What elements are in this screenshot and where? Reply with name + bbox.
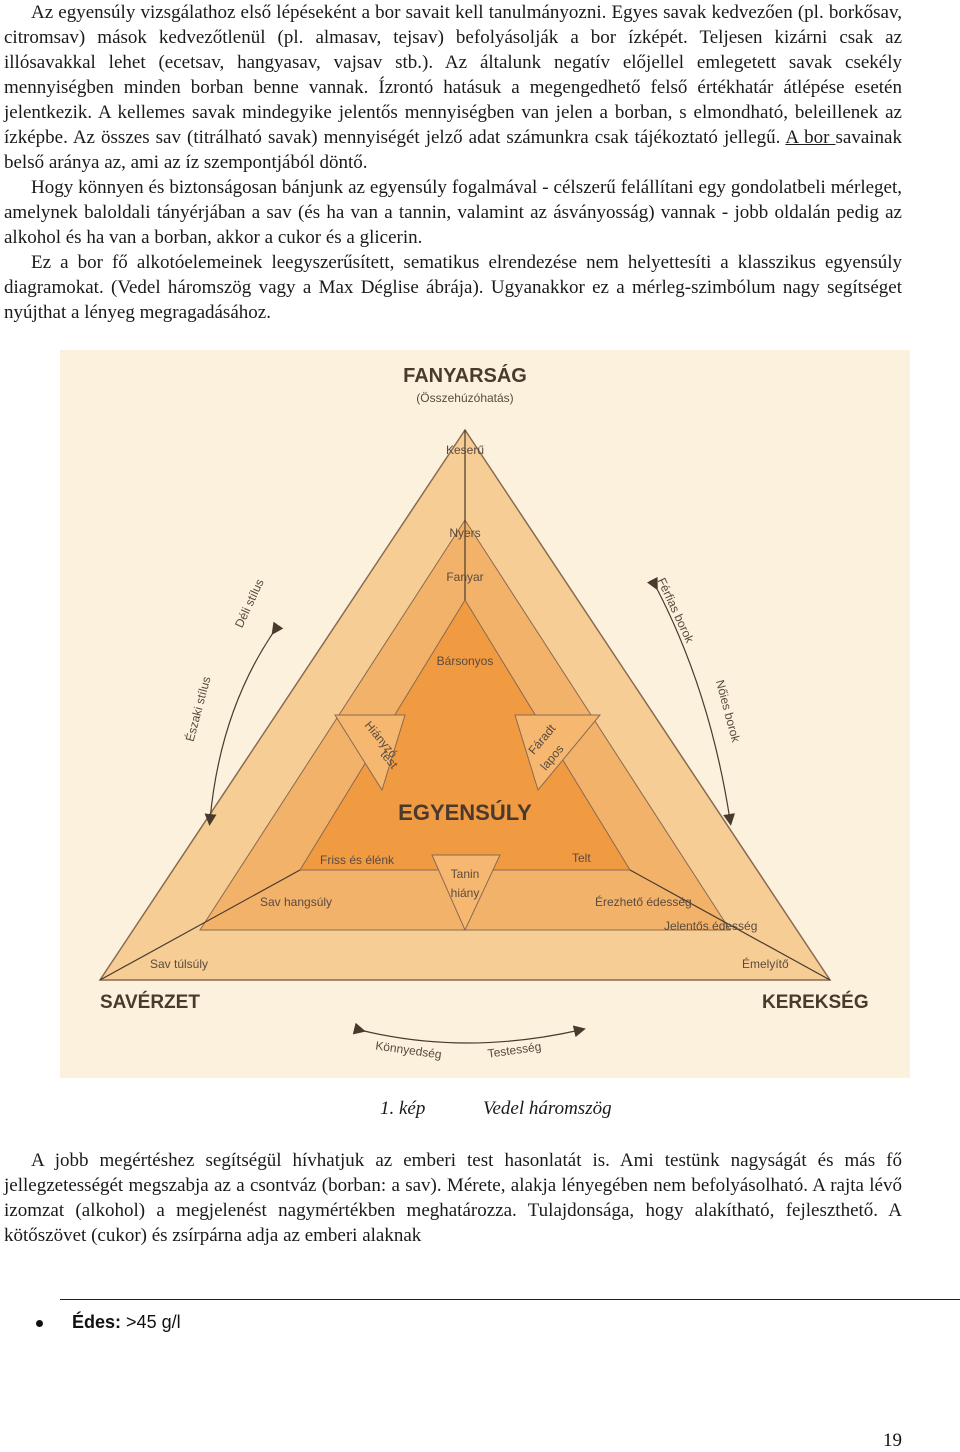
label-barsonyos: Bársonyos: [437, 654, 494, 668]
footnote-bullet: Édes: >45 g/l: [36, 1312, 181, 1333]
page-number: 19: [883, 1430, 902, 1451]
paragraph-components-text: Ez a bor fő alkotóelemeinek leegyszerűsí…: [4, 252, 902, 323]
paragraph-balance-scale: Hogy könnyen és biztonságosan bánjunk az…: [4, 175, 902, 250]
vedel-triangle-figure: FANYARSÁG (Összehúzóhatás) Keserű Nyers …: [60, 350, 910, 1078]
label-keseru: Keserű: [446, 443, 484, 457]
left-corner-title: SAVÉRZET: [100, 991, 200, 1013]
footnote-divider: [60, 1299, 960, 1300]
top-subtitle: (Összehúzóhatás): [416, 391, 513, 405]
bullet-label: Édes:: [72, 1312, 122, 1332]
body-paragraph-after: A jobb megértéshez segítségül hívhatjuk …: [4, 1148, 902, 1248]
vedel-triangle-svg: FANYARSÁG (Összehúzóhatás) Keserű Nyers …: [60, 350, 910, 1078]
inner-bottom-line1: Tanin: [451, 867, 480, 881]
bottom-arrow: [352, 1022, 586, 1044]
paragraph-body-analogy: A jobb megértéshez segítségül hívhatjuk …: [4, 1150, 902, 1246]
label-erezheto-edesseg: Érezhető édesség: [595, 894, 692, 909]
paragraph-acids-text-1: Az egyensúly vizsgálathoz első lépésekén…: [4, 2, 902, 148]
intro-paragraphs: Az egyensúly vizsgálathoz első lépésekén…: [4, 0, 902, 325]
paragraph-acids-text-2: savainak belső aránya az, ami az íz szem…: [4, 127, 902, 173]
bullet-icon: [36, 1319, 43, 1327]
paragraph-acids: Az egyensúly vizsgálathoz első lépésekén…: [4, 0, 902, 175]
inner-left-triangle: [334, 714, 406, 792]
label-telt: Telt: [572, 851, 591, 865]
label-fanyar: Fanyar: [446, 570, 483, 584]
caption-number: 1. kép: [380, 1098, 426, 1119]
label-sav-tulsuly: Sav túlsúly: [150, 957, 208, 971]
label-emelyito: Émelyítő: [742, 956, 789, 971]
right-style-arrow: [646, 576, 736, 826]
label-nyers: Nyers: [449, 526, 480, 540]
left-style-arrow: [204, 621, 284, 826]
paragraph-components: Ez a bor fő alkotóelemeinek leegyszerűsí…: [4, 250, 902, 325]
label-jelentos-edesseg: Jelentős édesség: [664, 919, 757, 933]
right-corner-title: KEREKSÉG: [762, 991, 869, 1013]
label-friss-es-elenk: Friss és élénk: [320, 853, 395, 867]
left-axis: [99, 869, 301, 981]
inner-bottom-line2: hiány: [451, 886, 480, 900]
top-title: FANYARSÁG: [403, 364, 527, 387]
paragraph-acids-underlined: A bor: [785, 127, 836, 148]
center-title: EGYENSÚLY: [398, 800, 532, 825]
paragraph-balance-scale-text: Hogy könnyen és biztonságosan bánjunk az…: [4, 177, 902, 248]
caption-title: Vedel háromszög: [483, 1098, 612, 1119]
right-axis: [629, 869, 831, 981]
bullet-value: >45 g/l: [126, 1312, 181, 1332]
label-sav-hangsuly: Sav hangsúly: [260, 895, 332, 909]
inner-right-triangle: [514, 714, 602, 792]
inner-bottom-triangle: [431, 854, 501, 932]
